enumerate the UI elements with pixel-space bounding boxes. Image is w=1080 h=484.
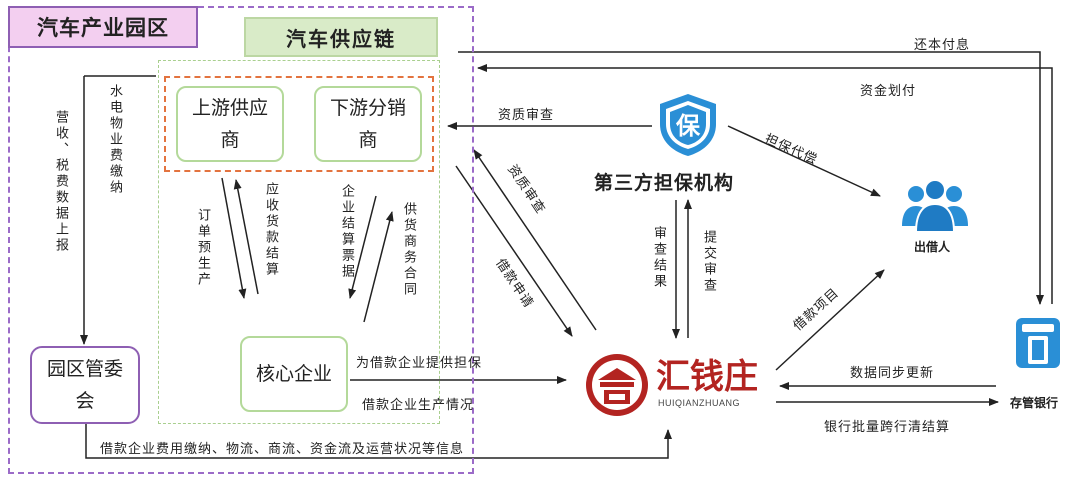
qualification-review-label: 资质审查 [498,108,555,123]
utility-fees-label: 水电物业费缴纳 [107,84,122,196]
shield-icon: 保 [660,94,716,156]
core-enterprise-node: 核心企业 [240,336,348,412]
fund-transfer-label: 资金划付 [860,84,917,99]
upstream-downstream-group [164,76,434,172]
bill-settlement-label: 企业结算票据 [339,184,354,280]
svg-text:保: 保 [675,112,701,140]
platform-name: 汇钱庄 [656,357,758,397]
park-committee-node: 园区管委会 [30,346,140,424]
arrow-repay [458,51,1044,305]
arrow-loan-project [775,269,885,371]
bank-label: 存管银行 [1010,396,1059,410]
park-committee-label: 园区管委会 [47,358,124,412]
submit-review-label: 提交审查 [701,230,716,294]
supply-chain-container [158,60,440,424]
platform-logo-icon [586,354,648,416]
lender-people-icon [902,179,968,233]
fee-info-label: 借款企业费用缴纳、物流、商流、资金流及运营状况等信息 [100,442,465,457]
arrow-fund-transfer [477,64,1053,304]
arrow-contract [363,211,394,323]
core-enterprise-label: 核心企业 [256,363,333,385]
lender-label: 出借人 [914,240,951,254]
arrow-bills [348,195,377,299]
receivables-label: 应收货款结算 [263,182,278,278]
arrow-receivables [233,179,259,295]
arrow-loan-apply [455,165,573,337]
industrial-park-container [8,6,474,474]
upstream-supplier-label: 上游供应商 [192,97,269,151]
production-status-label: 借款企业生产情况 [362,398,475,413]
guarantor-label: 第三方担保机构 [594,172,735,194]
platform-subtitle: HUIQIANZHUANG [658,398,741,408]
repay-label: 还本付息 [914,38,971,53]
downstream-distributor-label: 下游分销商 [330,97,407,151]
supply-chain-title: 汽车供应链 [244,17,438,57]
bank-clearing-label: 银行批量跨行清结算 [824,420,951,435]
arrow-qual-review-diag [473,149,597,331]
downstream-distributor-node: 下游分销商 [314,86,422,162]
arrow-order [221,177,247,299]
arrow-guarantee [727,125,881,197]
bank-card-icon [1016,318,1060,368]
core-guarantee-label: 为借款企业提供担保 [356,356,483,371]
arrow-info-to-platform [85,424,672,459]
order-production-label: 订单预生产 [195,208,210,288]
data-sync-label: 数据同步更新 [850,366,935,381]
review-result-label: 审查结果 [651,226,666,290]
tax-report-label: 营收、税费数据上报 [53,110,68,254]
park-title: 汽车产业园区 [8,6,198,48]
supplier-contract-label: 供货商务合同 [401,202,416,298]
upstream-supplier-node: 上游供应商 [176,86,284,162]
